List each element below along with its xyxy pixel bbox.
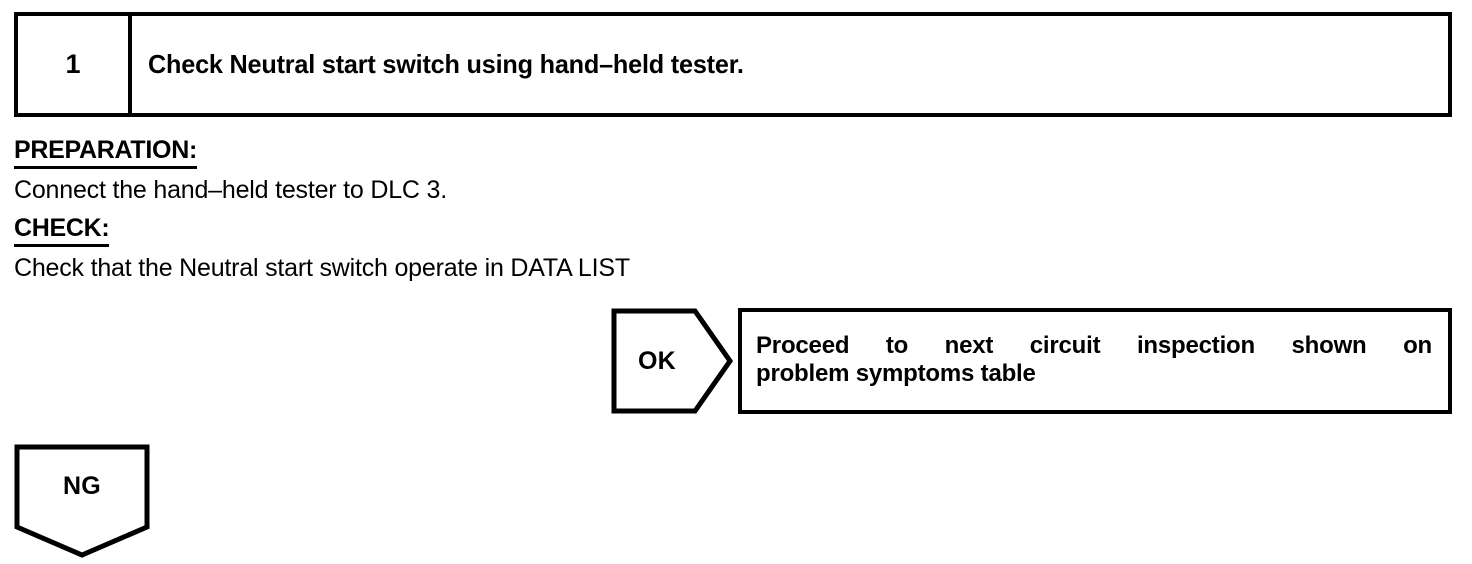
step-title: Check Neutral start switch using hand–he… (148, 49, 744, 80)
ok-result-box: Proceed to next circuit inspection shown… (738, 308, 1452, 414)
ng-branch-tag: NG (14, 444, 150, 558)
ng-branch-label: NG (62, 471, 102, 500)
step-title-cell: Check Neutral start switch using hand–he… (132, 16, 1448, 113)
check-text: Check that the Neutral start switch oper… (14, 254, 630, 282)
step-number-cell: 1 (18, 16, 132, 113)
ok-branch-label: OK (637, 346, 677, 375)
ng-pentagon-icon (14, 444, 150, 558)
preparation-text: Connect the hand–held tester to DLC 3. (14, 176, 447, 204)
preparation-label-text: PREPARATION: (14, 135, 197, 169)
step-header-box: 1 Check Neutral start switch using hand–… (14, 12, 1452, 117)
check-label-text: CHECK: (14, 213, 110, 247)
ok-result-line-1: Proceed to next circuit inspection shown… (756, 331, 1432, 359)
preparation-label: PREPARATION: (14, 131, 1014, 169)
check-label: CHECK: (14, 209, 1014, 247)
ok-result-text: Proceed to next circuit inspection shown… (742, 332, 1448, 389)
step-detail-block: PREPARATION: Connect the hand–held teste… (14, 131, 1014, 287)
ok-result-line-2: problem symptoms table (756, 360, 1036, 387)
step-number: 1 (65, 49, 81, 79)
ok-branch-tag: OK (611, 308, 733, 414)
ok-pentagon-icon (611, 308, 733, 414)
